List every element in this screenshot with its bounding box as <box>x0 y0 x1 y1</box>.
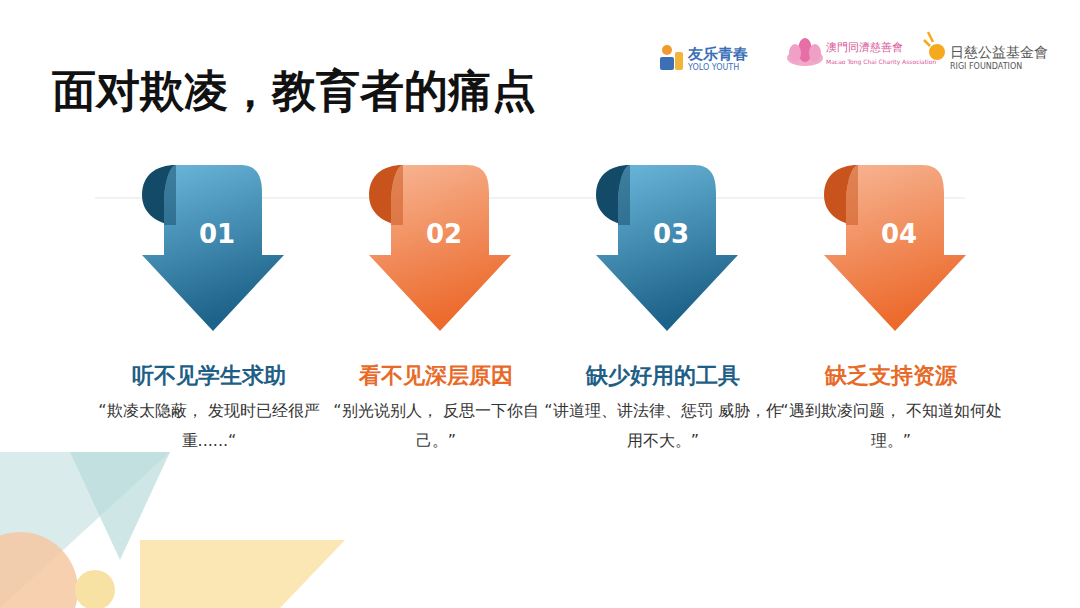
pain-point-quote: “别光说别人， 反思一下你自己。” <box>316 396 556 456</box>
rigi-logo-icon <box>924 32 945 60</box>
logo-text: 澳門同濟慈善會 <box>826 40 903 55</box>
logo-text: 友乐青春 <box>688 45 748 64</box>
logo-text: Macao Tong Chai Charity Association <box>826 58 936 65</box>
callout-number: 02 <box>324 219 564 249</box>
logo-text: RIGI FOUNDATION <box>950 62 1022 71</box>
yolo-logo-icon <box>660 45 683 70</box>
callout-number: 03 <box>551 219 791 249</box>
logo-text: 日慈公益基金會 <box>950 44 1048 62</box>
pain-point-arrow: 03缺少好用的工具“讲道理、讲法律、惩罚 威胁，作用不大。” <box>543 163 783 463</box>
pain-point-heading: 听不见学生求助 <box>89 361 329 391</box>
pain-point-quote: “欺凌太隐蔽， 发现时已经很严重......“ <box>89 396 329 456</box>
pain-point-arrow: 02看不见深层原因“别光说别人， 反思一下你自己。” <box>316 163 556 463</box>
pain-point-heading: 缺乏支持资源 <box>771 361 1011 391</box>
pain-point-quote: “遇到欺凌问题， 不知道如何处理。” <box>771 396 1011 456</box>
yellow-shape <box>140 540 345 608</box>
tongchai-logo-icon <box>787 38 823 66</box>
callout-number: 04 <box>779 219 1019 249</box>
pain-point-arrow: 01听不见学生求助“欺凌太隐蔽， 发现时已经很严重......“ <box>89 163 329 463</box>
pain-point-heading: 看不见深层原因 <box>316 361 556 391</box>
logo-text: YOLO YOUTH <box>688 63 739 72</box>
slide-title: 面对欺凌，教育者的痛点 <box>52 62 536 121</box>
pain-point-arrow: 04缺乏支持资源“遇到欺凌问题， 不知道如何处理。” <box>771 163 1011 463</box>
pain-point-quote: “讲道理、讲法律、惩罚 威胁，作用不大。” <box>543 396 783 456</box>
peach-circle <box>0 532 78 608</box>
yellow-dot <box>75 570 115 608</box>
pain-point-heading: 缺少好用的工具 <box>543 361 783 391</box>
callout-number: 01 <box>97 219 337 249</box>
